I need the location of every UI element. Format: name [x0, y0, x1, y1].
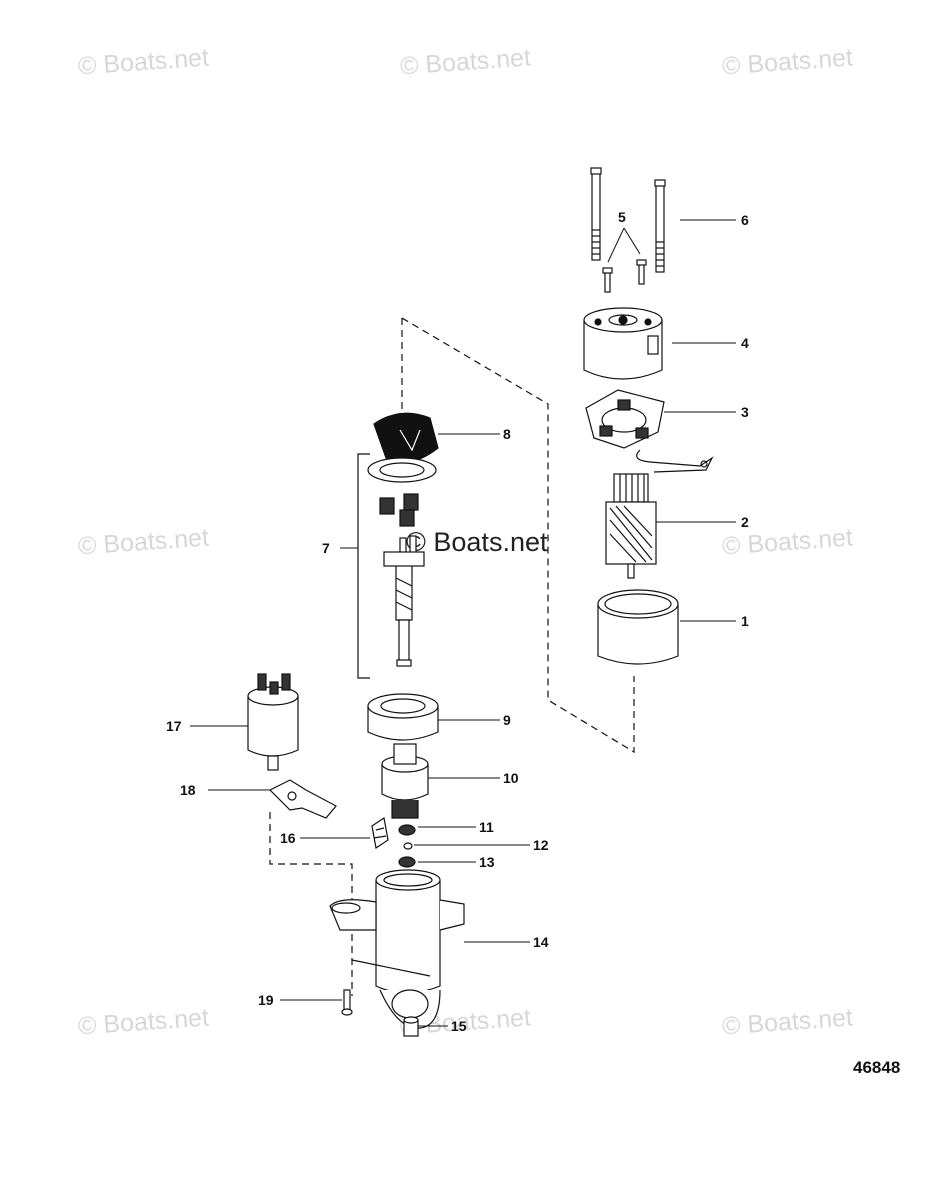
gear-cover — [373, 412, 439, 463]
callout-number: 18 — [180, 782, 196, 798]
lever-dashed-line — [269, 812, 353, 996]
callout-number: 5 — [618, 209, 626, 225]
callout-number: 6 — [741, 212, 749, 228]
callout-number: 12 — [533, 837, 549, 853]
callout-number: 13 — [479, 854, 495, 870]
callout-number: 17 — [166, 718, 182, 734]
figure-number: 46848 — [853, 1058, 901, 1077]
housing-bolt — [341, 989, 353, 1016]
callout-bracket — [357, 453, 370, 679]
bushing — [403, 1016, 419, 1037]
callout-number: 7 — [322, 540, 330, 556]
shift-lever — [268, 779, 337, 819]
field-frame — [597, 589, 679, 665]
solenoid — [247, 673, 299, 771]
callout-number: 1 — [741, 613, 749, 629]
callout-number: 9 — [503, 712, 511, 728]
through-bolts — [590, 167, 666, 273]
spring — [371, 816, 389, 850]
callout-number: 3 — [741, 404, 749, 420]
planetary-gear-set — [367, 457, 437, 667]
callout-number: 11 — [479, 819, 494, 835]
callout-number: 16 — [280, 830, 296, 846]
callout-number: 15 — [451, 1018, 467, 1034]
callout-number: 10 — [503, 770, 519, 786]
callout-number: 14 — [533, 934, 549, 950]
watermark: © Boats.net — [406, 527, 548, 557]
callout-number: 4 — [741, 335, 749, 351]
end-cap — [583, 307, 663, 380]
armature — [605, 473, 657, 579]
callout-number: 8 — [503, 426, 511, 442]
ring-gear — [367, 693, 439, 741]
drive-housing — [329, 869, 465, 1029]
assembly-dashed-line — [401, 317, 635, 754]
leader-lines — [190, 219, 736, 1027]
screws — [602, 259, 647, 293]
callout-number: 19 — [258, 992, 274, 1008]
starter-drive — [381, 743, 429, 819]
brush-plate — [585, 389, 714, 473]
callout-number: 2 — [741, 514, 749, 530]
drive-washers — [398, 824, 416, 868]
